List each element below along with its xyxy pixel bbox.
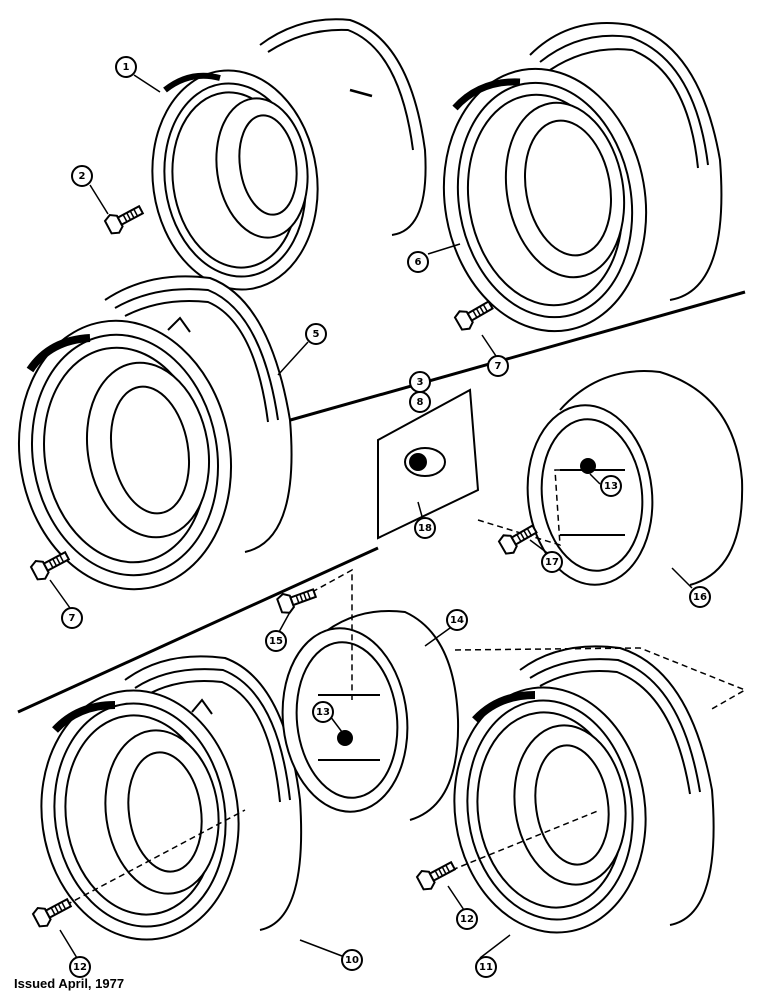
callout-number: 13 [604,481,618,492]
callout-c14: 14 [446,609,468,631]
callout-c17: 17 [541,551,563,573]
callout-circle [414,517,436,539]
wheel-rim-10 [40,655,303,941]
callout-number: 12 [460,914,474,925]
bolt-7-upper [452,295,497,334]
callout-circle [689,586,711,608]
divider-line-lower [17,546,379,714]
callout-c3: 3 [409,371,431,393]
bolt-17 [496,519,541,558]
callout-c12b: 12 [456,908,478,930]
callout-c5: 5 [305,323,327,345]
callout-c10: 10 [341,949,363,971]
callout-circle [446,609,468,631]
callout-circle [409,391,431,413]
callout-number: 3 [417,377,424,388]
callout-number: 7 [69,613,76,624]
bolt-2 [102,199,147,237]
nut-13-middle [339,732,351,744]
bolt-12-left [30,892,75,930]
callout-circle [312,701,334,723]
callout-circle [600,475,622,497]
nut-13-right [580,458,596,474]
callout-circle [71,165,93,187]
callout-number: 12 [73,962,87,973]
bolt-12-right [414,855,459,893]
callout-number: 14 [450,615,464,626]
wheel-rim-11 [453,645,715,934]
callout-circle [487,355,509,377]
callout-circle [115,56,137,78]
callout-c1: 1 [115,56,137,78]
leader-lines [49,74,693,959]
callout-c18: 18 [414,517,436,539]
wheel-rim-6 [442,22,723,333]
callout-c2: 2 [71,165,93,187]
bolt-15 [275,582,319,617]
callout-c7b: 7 [61,607,83,629]
callout-number: 10 [345,955,359,966]
wheel-center-16 [526,370,744,586]
wheel-center-14 [281,610,460,821]
callout-number: 15 [269,636,283,647]
issued-date-note: Issued April, 1977 [14,976,125,991]
callout-number: 17 [545,557,559,568]
callout-circle [475,956,497,978]
callout-circle [341,949,363,971]
decal-panel [377,388,480,540]
callout-circle [407,251,429,273]
callout-c13b: 13 [312,701,334,723]
callout-number: 16 [693,592,707,603]
callout-c13a: 13 [600,475,622,497]
callout-circle [61,607,83,629]
callout-c6: 6 [407,251,429,273]
callout-circle [69,956,91,978]
callout-number: 13 [316,707,330,718]
callout-c8: 8 [409,391,431,413]
callout-number: 8 [417,397,424,408]
callout-number: 6 [415,257,422,268]
wheel-rim-1 [151,18,427,291]
callout-number: 1 [123,62,130,73]
callout-c15: 15 [265,630,287,652]
callout-number: 5 [313,329,320,340]
callout-circle [305,323,327,345]
alignment-line-10 [65,809,246,906]
callout-c7a: 7 [487,355,509,377]
wheel-rim-5 [17,275,293,591]
alignment-line-14 [311,568,353,700]
bolt-7-lower [28,545,73,583]
callout-number: 18 [418,523,432,534]
callout-circle [541,551,563,573]
alignment-line-11 [454,647,747,711]
callout-circle [456,908,478,930]
alignment-line-12 [451,809,601,871]
callout-c16: 16 [689,586,711,608]
callout-c11: 11 [475,956,497,978]
callout-number: 2 [79,171,86,182]
callout-c12a: 12 [69,956,91,978]
callout-circle [265,630,287,652]
callout-number: 7 [495,361,502,372]
callout-number: 11 [479,962,493,973]
